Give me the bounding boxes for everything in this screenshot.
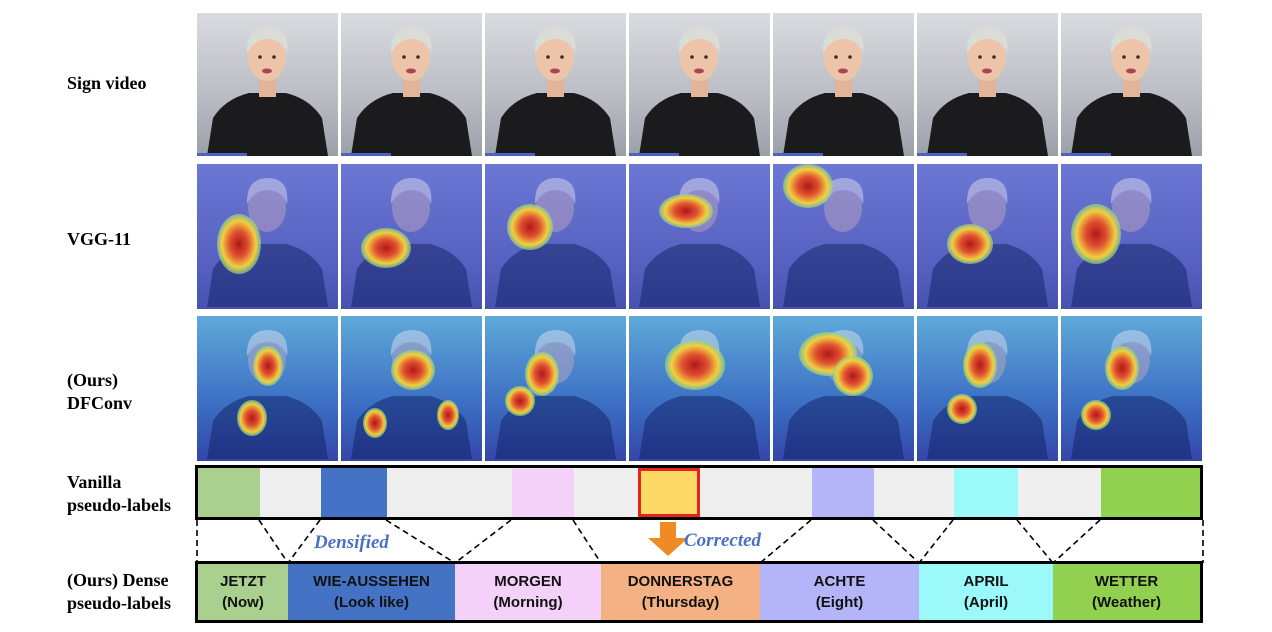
vgg-frame [917, 164, 1058, 309]
row-label-sign-video: Sign video [67, 73, 147, 93]
vanilla-segment [954, 468, 1018, 517]
vanilla-segment [260, 468, 321, 517]
vanilla-segment [874, 468, 954, 517]
row-label-vanilla-line2: pseudo-labels [67, 495, 172, 515]
dense-segment-translation: (Now) [222, 594, 264, 611]
vanilla-segment [574, 468, 638, 517]
dense-segment-translation: (Look like) [333, 594, 409, 611]
dense-segment: APRIL (April) [919, 564, 1053, 620]
dense-segment-translation: (Thursday) [641, 594, 720, 611]
dense-segment: WIE-AUSSEHEN (Look like) [288, 564, 455, 620]
dense-segment: ACHTE (Eight) [760, 564, 919, 620]
dense-segment: DONNERSTAG (Thursday) [601, 564, 760, 620]
row-label-dfconv-line1: (Ours) [67, 370, 118, 390]
video-frame [773, 13, 914, 156]
row-label-dfconv: (Ours) DFConv [67, 369, 132, 415]
row-label-vanilla: Vanilla pseudo-labels [67, 471, 171, 517]
vanilla-segment [321, 468, 387, 517]
dense-segment-gloss: JETZT [220, 573, 266, 590]
dense-segment: MORGEN (Morning) [455, 564, 601, 620]
dfconv-frame [773, 316, 914, 461]
dfconv-heatmap-strip [197, 316, 1206, 461]
vanilla-segment [512, 468, 574, 517]
vanilla-segment [1018, 468, 1101, 517]
video-frame [1061, 13, 1202, 156]
sign-video-strip [197, 13, 1206, 156]
vgg-frame [341, 164, 482, 309]
video-frame [485, 13, 626, 156]
dense-segment-gloss: MORGEN [494, 573, 562, 590]
correction-arrow-icon [648, 522, 688, 556]
vgg-frame [629, 164, 770, 309]
dense-segment-gloss: APRIL [963, 573, 1009, 590]
dense-segment-gloss: ACHTE [813, 573, 866, 590]
vanilla-segment [700, 468, 812, 517]
dense-segment-gloss: WIE-AUSSEHEN [313, 573, 430, 590]
dense-segment-translation: (Weather) [1092, 594, 1161, 611]
vgg-frame [485, 164, 626, 309]
dense-segment-translation: (Morning) [493, 594, 563, 611]
row-label-dense-line2: pseudo-labels [67, 593, 172, 613]
vanilla-segment [638, 468, 700, 517]
dense-segment-translation: (Eight) [815, 594, 864, 611]
densified-annotation: Densified [314, 532, 389, 553]
row-label-vgg: VGG-11 [67, 229, 132, 249]
vgg-frame [197, 164, 338, 309]
vanilla-segment [387, 468, 512, 517]
vgg-heatmap-strip [197, 164, 1206, 309]
video-frame [197, 13, 338, 156]
video-frame [917, 13, 1058, 156]
dense-segment-translation: (April) [963, 594, 1009, 611]
row-label-dense: (Ours) Dense pseudo-labels [67, 569, 171, 615]
vgg-frame [773, 164, 914, 309]
dense-label-bar: JETZT (Now) WIE-AUSSEHEN (Look like) MORGEN (… [195, 561, 1203, 623]
vanilla-segment [1101, 468, 1200, 517]
dense-segment-gloss: DONNERSTAG [627, 573, 734, 590]
vanilla-segment [812, 468, 874, 517]
dfconv-frame [341, 316, 482, 461]
dfconv-frame [917, 316, 1058, 461]
dfconv-frame [629, 316, 770, 461]
row-label-vanilla-line1: Vanilla [67, 472, 122, 492]
corrected-annotation: Corrected [684, 530, 762, 551]
vanilla-label-bar [195, 465, 1203, 520]
row-label-dfconv-line2: DFConv [67, 393, 133, 413]
vanilla-segment [198, 468, 260, 517]
row-label-dense-line1: (Ours) Dense [67, 570, 169, 590]
video-frame [629, 13, 770, 156]
dfconv-frame [197, 316, 338, 461]
dfconv-frame [1061, 316, 1202, 461]
dense-segment: JETZT (Now) [198, 564, 288, 620]
dense-segment-gloss: WETTER [1094, 573, 1159, 590]
video-frame [341, 13, 482, 156]
dfconv-frame [485, 316, 626, 461]
vgg-frame [1061, 164, 1202, 309]
dense-segment: WETTER (Weather) [1053, 564, 1200, 620]
